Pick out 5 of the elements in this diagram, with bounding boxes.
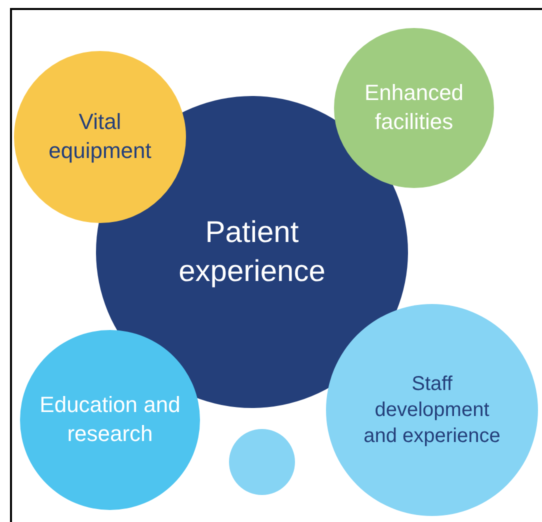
circle-label: Patient experience <box>178 215 326 290</box>
circle-label: Staff development and experience <box>362 372 502 449</box>
circle-label: Vital equipment <box>48 108 152 165</box>
circle-label: Enhanced facilities <box>363 79 465 136</box>
circle-label: Education and research <box>38 391 182 448</box>
